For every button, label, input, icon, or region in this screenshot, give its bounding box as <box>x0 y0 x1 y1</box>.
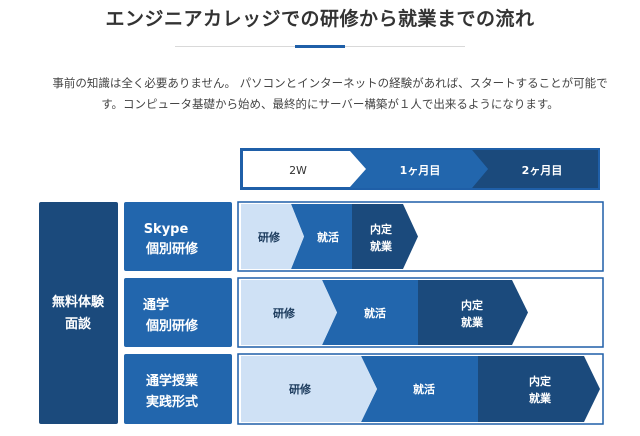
stage-3-label-1: 内定 <box>529 374 551 388</box>
course-name-box <box>124 202 232 271</box>
timeline-period-1-label: 2W <box>289 164 307 177</box>
course-name-line-2: 実践形式 <box>146 394 198 410</box>
timeline-period-1-arrow <box>243 151 366 187</box>
timeline-period-2-label: 1ヶ月目 <box>400 164 441 177</box>
course-commute-individual: 通学 個別研修 研修 就活 内定 就業 <box>124 277 604 348</box>
course-name-line-2: 個別研修 <box>145 241 199 257</box>
timeline-period-3-label: 2ヶ月目 <box>522 164 563 177</box>
course-commute-class: 通学授業 実践形式 研修 就活 内定 就業 <box>124 353 604 425</box>
stage-2-label: 就活 <box>364 306 386 320</box>
intro-line-2: す。コンピュータ基礎から始め、最終的にサーバー構築が１人で出来るようになります。 <box>101 97 559 111</box>
course-name-line-1: Skype <box>144 222 189 237</box>
stage-1-label: 研修 <box>289 382 312 396</box>
intro-line-1: 事前の知識は全く必要ありません。 パソコンとインターネットの経験があれば、スター… <box>52 76 608 90</box>
timeline-period-2-arrow <box>350 150 488 188</box>
free-trial-label-2: 面談 <box>65 316 92 332</box>
stage-1-arrow <box>241 356 377 422</box>
course-name-box <box>124 278 232 347</box>
stage-3-arrow <box>418 280 528 345</box>
intro-text: 事前の知識は全く必要ありません。 パソコンとインターネットの経験があれば、スター… <box>40 73 620 115</box>
stage-3-label-1: 内定 <box>370 222 392 236</box>
stage-2-label: 就活 <box>413 382 435 396</box>
page-title: エンジニアカレッジでの研修から就業までの流れ <box>105 8 535 30</box>
timeline-header: 2W 1ヶ月目 2ヶ月目 <box>240 148 600 190</box>
course-name-line-2: 個別研修 <box>145 318 199 334</box>
course-name-line-1: 通学 <box>143 297 169 313</box>
stage-1-arrow <box>241 204 304 269</box>
course-skype: Skype 個別研修 研修 就活 内定 就業 <box>124 201 604 272</box>
stage-3-arrow <box>352 204 418 269</box>
course-name-box <box>124 354 232 424</box>
stage-3-label-2: 就業 <box>529 391 552 405</box>
stage-3-label-2: 就業 <box>370 239 393 253</box>
stage-2-label: 就活 <box>317 230 339 244</box>
stage-2-arrow <box>291 204 352 269</box>
free-trial-background <box>39 202 118 424</box>
free-trial-label-1: 無料体験 <box>52 294 105 310</box>
stage-3-label-2: 就業 <box>461 315 484 329</box>
stage-1-label: 研修 <box>258 230 281 244</box>
stage-2-arrow <box>322 280 418 345</box>
stage-3-label-1: 内定 <box>461 298 483 312</box>
free-trial-box: 無料体験 面談 <box>39 202 118 424</box>
stage-3-arrow <box>478 356 600 422</box>
stage-1-arrow <box>241 280 337 345</box>
stage-2-arrow <box>361 356 478 422</box>
course-name-line-1: 通学授業 <box>146 373 199 389</box>
title-accent-bar <box>295 45 345 48</box>
stage-1-label: 研修 <box>273 306 296 320</box>
timeline-period-3-arrow <box>472 150 598 188</box>
